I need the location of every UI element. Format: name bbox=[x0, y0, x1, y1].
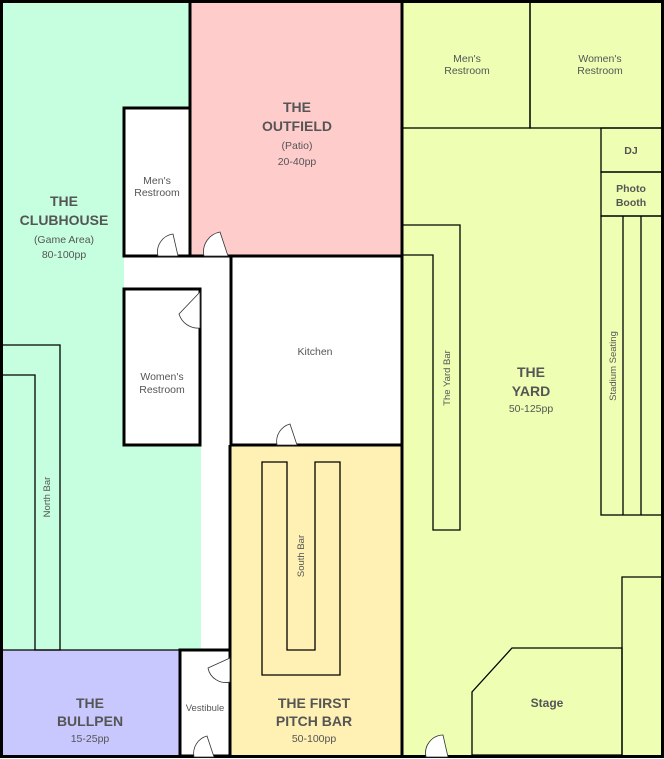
north-bar-label: North Bar bbox=[42, 477, 53, 518]
kitchen-room bbox=[229, 254, 404, 447]
stage-label: Stage bbox=[531, 696, 564, 710]
svg-text:50-125pp: 50-125pp bbox=[509, 403, 554, 415]
svg-text:THE: THE bbox=[50, 193, 78, 209]
mens-restroom-left-label-2: Restroom bbox=[134, 187, 180, 199]
door-icon bbox=[203, 231, 229, 257]
svg-text:50-100pp: 50-100pp bbox=[292, 733, 337, 745]
photo-booth-label-2: Booth bbox=[616, 197, 646, 209]
north-bar-shape bbox=[2, 344, 61, 651]
door-icon bbox=[276, 423, 298, 446]
mens-restroom-left bbox=[122, 106, 192, 258]
clubhouse-area[interactable] bbox=[2, 2, 201, 650]
south-bar-label: South Bar bbox=[296, 535, 307, 577]
photo-booth-label: Photo bbox=[616, 183, 646, 195]
svg-text:(Patio): (Patio) bbox=[282, 140, 313, 152]
svg-text:OUTFIELD: OUTFIELD bbox=[262, 118, 332, 134]
svg-text:THE: THE bbox=[283, 99, 311, 115]
svg-text:YARD: YARD bbox=[512, 383, 550, 399]
svg-text:20-40pp: 20-40pp bbox=[278, 156, 317, 168]
svg-text:PITCH BAR: PITCH BAR bbox=[276, 713, 352, 729]
yard-bar-label: The Yard Bar bbox=[442, 350, 453, 406]
stadium-seating bbox=[600, 215, 663, 516]
womens-restroom-left-label-2: Restroom bbox=[139, 384, 185, 396]
outfield-area[interactable] bbox=[190, 2, 402, 256]
svg-text:THE FIRST: THE FIRST bbox=[278, 695, 351, 711]
first-pitch-area[interactable] bbox=[230, 445, 402, 755]
svg-text:(Game Area): (Game Area) bbox=[34, 234, 94, 246]
clubhouse-label: THE CLUBHOUSE (Game Area) 80-100pp bbox=[20, 193, 109, 261]
svg-text:15-25pp: 15-25pp bbox=[71, 733, 110, 745]
svg-text:THE: THE bbox=[517, 364, 545, 380]
mens-restroom-yard-label-2: Restroom bbox=[444, 65, 490, 77]
svg-text:CLUBHOUSE: CLUBHOUSE bbox=[20, 212, 109, 228]
svg-text:BULLPEN: BULLPEN bbox=[57, 713, 123, 729]
outfield-label: THE OUTFIELD (Patio) 20-40pp bbox=[262, 99, 332, 168]
womens-restroom-yard-label: Women's bbox=[578, 53, 621, 65]
kitchen-label: Kitchen bbox=[297, 346, 332, 358]
door-icon bbox=[425, 734, 449, 758]
dj-label: DJ bbox=[624, 145, 638, 157]
vestibule-label: Vestibule bbox=[186, 703, 225, 714]
door-icon bbox=[178, 291, 201, 329]
womens-restroom-left-label: Women's bbox=[140, 371, 183, 383]
bullpen-area[interactable] bbox=[2, 650, 180, 755]
svg-text:80-100pp: 80-100pp bbox=[42, 249, 87, 261]
svg-text:THE: THE bbox=[76, 695, 104, 711]
stage-platform bbox=[471, 647, 623, 756]
stadium-seating-label: Stadium Seating bbox=[608, 331, 619, 401]
mens-restroom-left-label: Men's bbox=[143, 175, 171, 187]
south-bar-shape bbox=[261, 461, 341, 676]
door-icon bbox=[157, 233, 179, 257]
bullpen-label: THE BULLPEN 15-25pp bbox=[57, 695, 123, 745]
mens-restroom-yard-label: Men's bbox=[453, 53, 481, 65]
yard-label: THE YARD 50-125pp bbox=[509, 364, 554, 415]
door-icon bbox=[193, 735, 215, 758]
womens-restroom-yard-label-2: Restroom bbox=[577, 65, 623, 77]
first-pitch-label: THE FIRST PITCH BAR 50-100pp bbox=[276, 695, 352, 745]
door-icon bbox=[207, 657, 231, 683]
